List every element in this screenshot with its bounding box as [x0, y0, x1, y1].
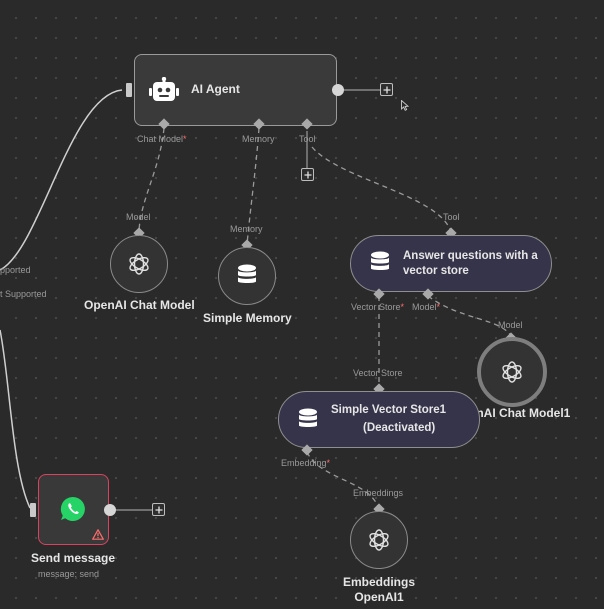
- vector-store1-status: (Deactivated): [363, 422, 436, 434]
- plus-icon: [304, 171, 311, 178]
- warning-icon: [92, 529, 104, 540]
- agent-chat-model-label: Chat Model*: [137, 134, 187, 144]
- simple-memory-node[interactable]: [218, 247, 276, 305]
- embeddings-openai1-title: Embeddings OpenAI1: [342, 575, 415, 604]
- robot-icon: [149, 76, 179, 110]
- mouse-cursor: [401, 98, 410, 116]
- openai-chat-model1-title: OpenAI Chat Model1: [453, 406, 571, 420]
- send-add-node-button[interactable]: [152, 503, 165, 516]
- ai-agent-title: AI Agent: [191, 82, 240, 96]
- memory-connection[interactable]: [246, 127, 260, 246]
- answer-questions-title: Answer questions with a vector store: [403, 250, 538, 277]
- agent-memory-label: Memory: [242, 134, 275, 144]
- answer-questions-node[interactable]: Answer questions with a vector store: [350, 235, 552, 292]
- tool-add-button[interactable]: [301, 168, 314, 181]
- vector-store-input-label: Vector Store: [353, 368, 403, 378]
- whatsapp-icon: [60, 496, 85, 521]
- embeddings-input-label: Embeddings: [353, 488, 404, 498]
- openai-icon: [369, 529, 389, 551]
- edge-label-lower: t Supported: [0, 289, 47, 299]
- model1-input-label: Model: [498, 320, 523, 330]
- send-message-subtitle: message: send: [38, 569, 100, 579]
- aq-vector-store-label: Vector Store*: [351, 302, 405, 312]
- aq-model-connection[interactable]: [427, 295, 512, 337]
- agent-add-node-button[interactable]: [380, 83, 393, 96]
- openai-icon: [502, 361, 522, 383]
- plus-icon: [383, 86, 390, 93]
- aq-model-label: Model*: [412, 302, 441, 312]
- simple-memory-title: Simple Memory: [203, 311, 292, 325]
- openai-chat-model-node[interactable]: [110, 235, 168, 293]
- agent-input-handle[interactable]: [126, 83, 132, 97]
- openai-chat-model1-node[interactable]: [477, 337, 547, 407]
- agent-tool-label: Tool: [299, 134, 316, 144]
- openai-chat-model-title: OpenAI Chat Model: [84, 298, 195, 312]
- send-output-handle[interactable]: [104, 504, 116, 516]
- plus-icon: [155, 506, 162, 513]
- openai-icon: [129, 253, 149, 275]
- vector-store1-title: Simple Vector Store1: [331, 404, 447, 416]
- ai-agent-node[interactable]: AI Agent: [134, 54, 337, 126]
- tool-connection[interactable]: [311, 146, 452, 233]
- database-icon: [299, 408, 317, 427]
- send-input-handle[interactable]: [30, 503, 36, 517]
- send-message-title: Send message: [31, 551, 116, 565]
- edge-label-upper: pported: [0, 265, 31, 275]
- chat-model-input-label: Model: [126, 212, 151, 222]
- memory-input-label: Memory: [230, 224, 263, 234]
- embedding-connection[interactable]: [306, 451, 380, 510]
- trigger-to-agent-connection[interactable]: [0, 89, 123, 271]
- chat-model-connection[interactable]: [138, 127, 165, 233]
- send-message-node[interactable]: [38, 474, 109, 545]
- agent-output-handle[interactable]: [332, 84, 344, 96]
- database-icon: [371, 251, 389, 270]
- simple-vector-store1-node[interactable]: Simple Vector Store1 (Deactivated): [278, 391, 480, 448]
- database-icon: [238, 264, 256, 283]
- trigger-to-send-connection[interactable]: [0, 329, 31, 509]
- tool-input-label: Tool: [443, 212, 460, 222]
- vs-embedding-label: Embedding*: [281, 458, 331, 468]
- embeddings-openai1-node[interactable]: [350, 511, 408, 569]
